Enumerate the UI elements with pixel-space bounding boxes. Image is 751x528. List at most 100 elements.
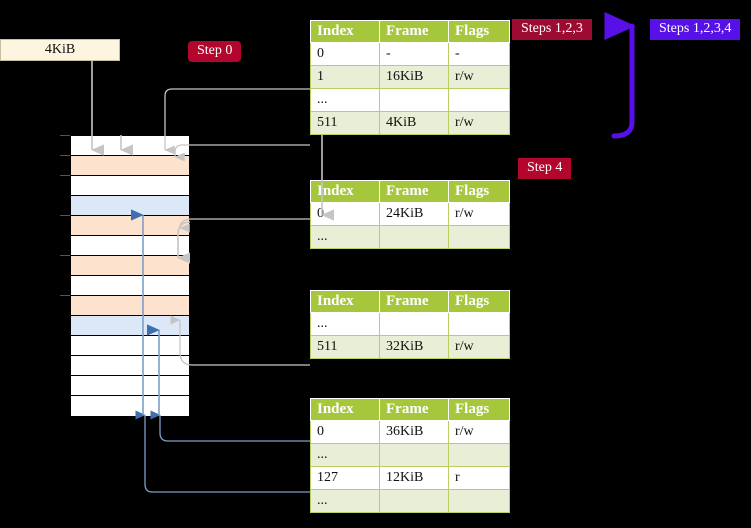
cell-index: ... — [310, 443, 380, 467]
physical-memory-column — [60, 135, 190, 417]
cell-frame: - — [379, 42, 449, 66]
column-header-frame: Frame — [379, 290, 449, 313]
cell-index: 0 — [310, 202, 380, 226]
column-header-frame: Frame — [379, 398, 449, 421]
memory-frame-row — [70, 255, 190, 277]
column-header-flags: Flags — [448, 180, 510, 203]
cell-flags: r — [448, 466, 510, 490]
cell-flags: r/w — [448, 111, 510, 135]
memory-row-tick — [60, 255, 70, 256]
memory-row-tick — [60, 295, 70, 296]
badge-step-0: Step 0 — [188, 41, 242, 63]
cell-frame — [379, 489, 449, 513]
cell-frame — [379, 88, 449, 112]
cell-frame: 12KiB — [379, 466, 449, 490]
cell-flags: r/w — [448, 202, 510, 226]
memory-frame-row — [70, 175, 190, 197]
cell-index: 511 — [310, 335, 380, 359]
memory-frame-row — [70, 295, 190, 317]
cell-flags — [448, 443, 510, 467]
memory-frame-row — [70, 135, 190, 157]
table-row: ... — [310, 312, 510, 336]
table-header-row: Index Frame Flags — [310, 398, 510, 421]
table-header-row: Index Frame Flags — [310, 20, 510, 43]
column-header-flags: Flags — [448, 398, 510, 421]
cell-index: ... — [310, 225, 380, 249]
cell-flags — [448, 88, 510, 112]
column-header-frame: Frame — [379, 180, 449, 203]
cell-frame — [379, 225, 449, 249]
cell-frame: 4KiB — [379, 111, 449, 135]
table-header-row: Index Frame Flags — [310, 180, 510, 203]
cell-index: 1 — [310, 65, 380, 89]
cell-index: 511 — [310, 111, 380, 135]
column-header-index: Index — [310, 398, 380, 421]
table-row: ... — [310, 489, 510, 513]
memory-frame-row — [70, 355, 190, 377]
table-row: ... — [310, 88, 510, 112]
connector-pd-to-memory — [170, 315, 310, 366]
memory-frame-row — [70, 195, 190, 217]
memory-row-tick — [60, 135, 70, 136]
cell-flags — [448, 225, 510, 249]
cell-index: 127 — [310, 466, 380, 490]
connector-pt-0-to-memory — [150, 410, 310, 442]
badge-steps-1-2-3: Steps 1,2,3 — [512, 19, 592, 41]
cell-frame — [379, 443, 449, 467]
cell-frame: 36KiB — [379, 420, 449, 444]
cell-flags — [448, 312, 510, 336]
cell-index: ... — [310, 312, 380, 336]
cell-flags: - — [448, 42, 510, 66]
memory-frame-row — [70, 155, 190, 177]
cell-flags: r/w — [448, 335, 510, 359]
cell-frame: 16KiB — [379, 65, 449, 89]
arrow-steps-bracket — [604, 12, 636, 139]
column-header-frame: Frame — [379, 20, 449, 43]
memory-row-tick — [60, 155, 70, 156]
memory-frame-row — [70, 395, 190, 417]
badge-step-4: Step 4 — [518, 158, 572, 180]
cell-index: 0 — [310, 420, 380, 444]
memory-row-tick — [60, 175, 70, 176]
connector-pml4-511-to-memory — [174, 144, 310, 162]
memory-frame-row — [70, 235, 190, 257]
cell-index: 0 — [310, 42, 380, 66]
cell-frame: 24KiB — [379, 202, 449, 226]
column-header-flags: Flags — [448, 20, 510, 43]
column-header-index: Index — [310, 20, 380, 43]
table-row: ... — [310, 443, 510, 467]
memory-frame-row — [70, 275, 190, 297]
cell-frame — [379, 312, 449, 336]
cell-flags — [448, 489, 510, 513]
cell-index: ... — [310, 88, 380, 112]
cell-index: ... — [310, 489, 380, 513]
memory-frame-row — [70, 375, 190, 397]
table-row: ... — [310, 225, 510, 249]
cell-flags: r/w — [448, 65, 510, 89]
cell-frame: 32KiB — [379, 335, 449, 359]
column-header-flags: Flags — [448, 290, 510, 313]
memory-frame-row — [70, 215, 190, 237]
table-header-row: Index Frame Flags — [310, 290, 510, 313]
column-header-index: Index — [310, 180, 380, 203]
frame-size-label: 4KiB — [44, 42, 76, 57]
frame-size-box: 4KiB — [0, 39, 120, 61]
column-header-index: Index — [310, 290, 380, 313]
connector-pt-127-to-memory — [135, 410, 310, 493]
connector-pdp-to-memory — [179, 218, 310, 233]
table-row: 0-- — [310, 42, 510, 66]
memory-row-tick — [60, 215, 70, 216]
